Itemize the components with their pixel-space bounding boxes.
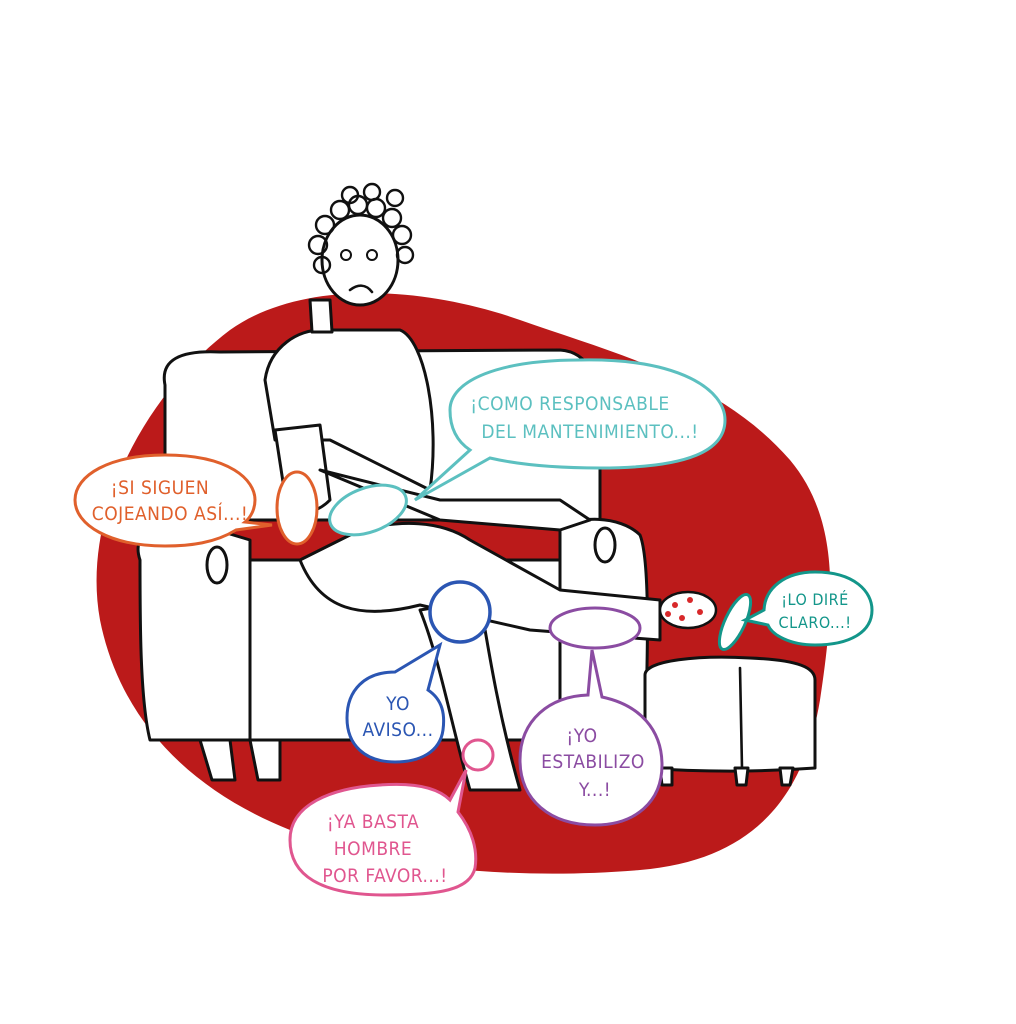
bubble-pink-line-2: HOMBRE — [334, 838, 412, 860]
bubble-teal-line-1: ¡COMO RESPONSABLE — [470, 393, 669, 415]
bubble-pink: ¡YA BASTA HOMBRE POR FAVOR...! — [288, 769, 478, 897]
ottoman — [643, 655, 817, 787]
bubble-purple-line-1: ¡YO — [566, 725, 597, 747]
seated-person — [263, 182, 662, 792]
orange-character — [275, 470, 319, 546]
purple-character — [548, 606, 642, 650]
curly-hair — [307, 182, 415, 275]
ice-bag — [658, 590, 718, 630]
blue-character — [428, 580, 492, 644]
bubble-pink-line-1: ¡YA BASTA — [327, 811, 419, 833]
bubble-dark-teal: ¡LO DIRÉ CLARO...! — [740, 570, 874, 647]
bubble-orange: ¡SI SIGUEN COJEANDO ASÍ...! — [73, 453, 273, 548]
bubble-pink-line-3: POR FAVOR...! — [322, 865, 447, 887]
bubble-blue-line-1: YO — [385, 693, 410, 715]
bubble-dark-teal-line-2: CLARO...! — [779, 613, 852, 632]
bubble-blue: YO AVISO... — [345, 641, 446, 764]
bubble-purple-line-3: Y...! — [578, 779, 611, 801]
bubble-blue-line-2: AVISO... — [362, 719, 433, 741]
teal-character — [328, 483, 408, 537]
pink-character — [461, 738, 495, 772]
bubble-purple: ¡YO ESTABILIZO Y...! — [518, 649, 664, 827]
bubble-orange-line-1: ¡SI SIGUEN — [111, 477, 209, 499]
ice-bag-hearts — [665, 597, 703, 621]
bubble-dark-teal-line-1: ¡LO DIRÉ — [781, 590, 849, 609]
dark-teal-character — [717, 592, 753, 652]
bubble-orange-line-2: COJEANDO ASÍ...! — [92, 502, 248, 525]
bubble-teal-line-2: DEL MANTENIMIENTO...! — [481, 421, 698, 443]
bubble-teal: ¡COMO RESPONSABLE DEL MANTENIMIENTO...! — [413, 358, 727, 502]
bubble-purple-line-2: ESTABILIZO — [541, 751, 645, 773]
